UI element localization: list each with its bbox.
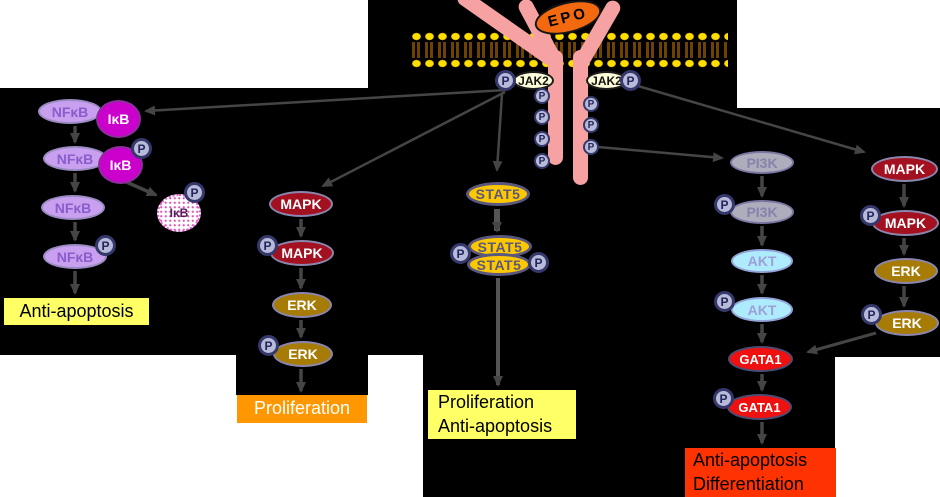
pi3k-node: PI3K	[730, 151, 794, 174]
nfkb-node: NFκB	[38, 99, 102, 124]
gata1-node-phosphorylated: GATA1	[727, 394, 792, 420]
phospho-badge: P	[714, 194, 735, 215]
erk-right-node-phosphorylated: ERK	[875, 310, 939, 336]
gata1-node: GATA1	[728, 346, 793, 372]
phospho-badge: P	[713, 388, 734, 409]
phospho-badge: P	[534, 109, 550, 125]
plasma-membrane	[410, 31, 728, 69]
ikb-node: IκB	[96, 100, 141, 138]
mapk-node-phosphorylated: MAPK	[270, 240, 334, 266]
phospho-badge: P	[534, 153, 550, 169]
phospho-badge: P	[583, 96, 599, 112]
ikb-node-phosphorylated: IκB	[98, 146, 143, 184]
phospho-badge: P	[861, 304, 882, 325]
phospho-badge: P	[184, 182, 205, 203]
stat5-dimer-bottom: STAT5	[467, 253, 531, 276]
phospho-badge: P	[583, 139, 599, 155]
phospho-badge: P	[450, 243, 471, 264]
nfkb-node: NFκB	[43, 146, 107, 171]
phospho-badge: P	[495, 70, 516, 91]
arrow-receptor-to-ikb	[144, 88, 507, 116]
phospho-badge: P	[257, 235, 278, 256]
outcome-line: Proliferation	[438, 392, 535, 413]
mapk-right-node: MAPK	[871, 156, 938, 182]
nfkb-node: NFκB	[41, 195, 105, 220]
erk-node-phosphorylated: ERK	[273, 341, 333, 367]
mapk-right-node-phosphorylated: MAPK	[872, 210, 939, 236]
arrow-receptor-to-mapk-right	[637, 84, 866, 155]
arrow-receptor-to-stat5	[492, 93, 504, 172]
mapk-node: MAPK	[269, 191, 333, 217]
phospho-badge: P	[95, 235, 116, 256]
outcome-label: Proliferation	[253, 398, 351, 419]
lipid-heads-bottom	[410, 58, 728, 69]
phospho-badge: P	[534, 88, 550, 104]
arrow-receptor-to-mapk	[321, 90, 506, 188]
phospho-badge: P	[258, 335, 279, 356]
erk-right-node: ERK	[874, 258, 938, 284]
jak2-node-right: JAK2	[586, 71, 627, 90]
phospho-badge: P	[620, 70, 641, 91]
stat5-node: STAT5	[466, 182, 530, 206]
receptor-chain-left	[548, 50, 563, 165]
outcome-box-anti-apoptosis-differentiation: Anti-apoptosis Differentiation	[685, 448, 836, 497]
jak2-node-left: JAK2	[513, 71, 554, 90]
pi3k-node-phosphorylated: PI3K	[730, 200, 794, 224]
phospho-badge: P	[860, 205, 881, 226]
outcome-box-proliferation: Proliferation	[237, 395, 367, 423]
outcome-line: Differentiation	[693, 473, 804, 494]
outcome-box-anti-apoptosis: Anti-apoptosis	[4, 298, 149, 325]
outcome-line: Anti-apoptosis	[438, 415, 553, 436]
outcome-line: Anti-apoptosis	[693, 450, 808, 471]
nfkb-node-phosphorylated: NFκB	[43, 244, 107, 269]
lipid-tails	[410, 42, 728, 58]
phospho-badge: P	[714, 291, 735, 312]
arrow-erk-right-to-gata1	[806, 331, 877, 355]
erk-node: ERK	[272, 292, 332, 318]
epo-label: EPO	[546, 4, 590, 31]
outcome-label: Anti-apoptosis	[19, 300, 134, 321]
arrow-ikb-degradation	[123, 179, 158, 197]
phospho-badge: P	[528, 252, 549, 273]
arrow-receptor-to-pi3k	[597, 145, 724, 163]
phospho-badge: P	[131, 138, 152, 159]
phospho-badge: P	[583, 117, 599, 133]
outcome-box-proliferation-anti-apoptosis: Proliferation Anti-apoptosis	[428, 390, 576, 439]
phospho-badge: P	[534, 131, 550, 147]
akt-node: AKT	[731, 249, 793, 273]
lipid-heads-top	[410, 31, 728, 42]
akt-node-phosphorylated: AKT	[731, 297, 793, 322]
